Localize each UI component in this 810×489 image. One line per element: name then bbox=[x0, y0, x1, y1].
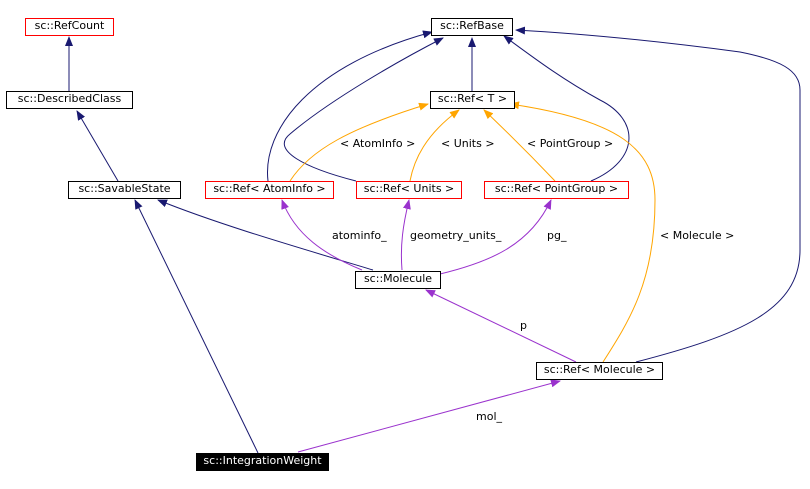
label-mol-member: mol_ bbox=[476, 410, 503, 423]
edge-molecule-ref_atominfo bbox=[281, 199, 363, 271]
label-molecule-template: < Molecule > bbox=[660, 229, 735, 242]
edge-ref_atominfo-refbase bbox=[267, 30, 433, 182]
edge-ref_pointgroup-ref_t bbox=[483, 109, 556, 182]
edge-molecule-ref_pointgroup bbox=[439, 199, 552, 275]
node-ref-pointgroup[interactable]: sc::Ref< PointGroup > bbox=[484, 181, 629, 199]
label-pg-member: pg_ bbox=[547, 229, 567, 242]
edge-molecule-savablestate bbox=[157, 199, 374, 271]
edge-ref_molecule-ref_t bbox=[509, 101, 656, 363]
edge-ref_molecule-molecule bbox=[425, 289, 577, 363]
edge-integrationweight-savablestate bbox=[134, 199, 259, 454]
label-p-member: p bbox=[520, 319, 527, 332]
node-describedclass[interactable]: sc::DescribedClass bbox=[6, 91, 133, 109]
node-ref-t[interactable]: sc::Ref< T > bbox=[430, 91, 515, 109]
node-ref-units[interactable]: sc::Ref< Units > bbox=[356, 181, 462, 199]
node-refbase[interactable]: sc::RefBase bbox=[431, 18, 513, 36]
node-ref-atominfo[interactable]: sc::Ref< AtomInfo > bbox=[205, 181, 334, 199]
edge-ref_molecule-refbase bbox=[515, 26, 801, 363]
label-pointgroup-template: < PointGroup > bbox=[527, 137, 614, 150]
node-molecule[interactable]: sc::Molecule bbox=[355, 271, 441, 289]
edge-savablestate-describedclass bbox=[76, 110, 119, 182]
node-refcount[interactable]: sc::RefCount bbox=[25, 18, 114, 36]
edge-ref_units-refbase bbox=[283, 37, 444, 182]
label-units-template: < Units > bbox=[441, 137, 495, 150]
label-atominfo-member: atominfo_ bbox=[332, 229, 387, 242]
edge-ref_units-ref_t bbox=[409, 109, 460, 182]
edge-molecule-ref_units bbox=[400, 199, 411, 271]
node-savablestate[interactable]: sc::SavableState bbox=[68, 181, 181, 199]
node-ref-molecule[interactable]: sc::Ref< Molecule > bbox=[536, 362, 663, 380]
edge-ref_pointgroup-refbase bbox=[503, 35, 630, 182]
node-integrationweight[interactable]: sc::IntegrationWeight bbox=[196, 453, 329, 471]
edge-ref_atominfo-ref_t bbox=[289, 102, 429, 182]
edge-integrationweight-ref_molecule bbox=[297, 379, 561, 453]
label-atominfo-template: < AtomInfo > bbox=[340, 137, 416, 150]
label-geometry-units-member: geometry_units_ bbox=[410, 229, 502, 242]
